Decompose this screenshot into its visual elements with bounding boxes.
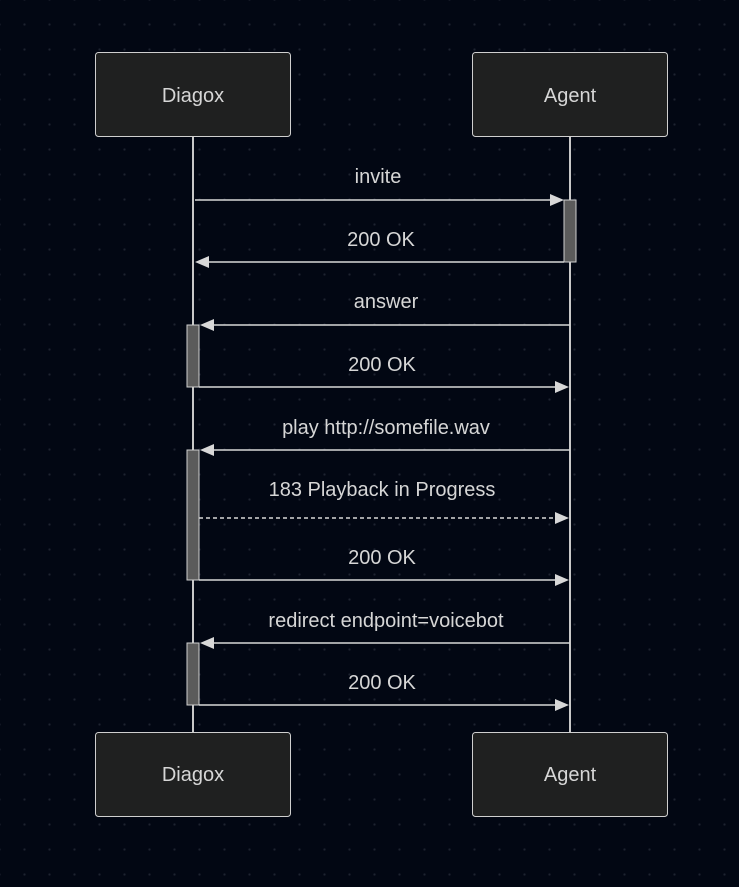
message-label: 200 OK — [348, 672, 416, 694]
message-label: 200 OK — [347, 229, 415, 251]
arrow-left-icon — [200, 319, 214, 331]
message-invite: invite — [195, 166, 564, 206]
message-label: 200 OK — [348, 547, 416, 569]
arrow-left-icon — [195, 256, 209, 268]
actor-agent-top: Agent — [472, 52, 668, 137]
message-200-ok-4: 200 OK — [199, 672, 569, 711]
message-200-ok-1: 200 OK — [195, 229, 564, 268]
activation-diagox-answer — [186, 324, 200, 388]
arrow-right-icon — [555, 381, 569, 393]
activation-diagox-redirect — [186, 642, 200, 706]
arrow-right-icon — [555, 699, 569, 711]
activation-diagox-play — [186, 449, 200, 581]
message-play: play http://somefile.wav — [200, 417, 570, 456]
message-answer: answer — [200, 291, 570, 331]
message-label: 183 Playback in Progress — [269, 479, 496, 501]
actor-agent-bottom: Agent — [472, 732, 668, 817]
message-redirect: redirect endpoint=voicebot — [200, 610, 570, 649]
arrow-right-icon — [550, 194, 564, 206]
actor-agent-bottom-label: Agent — [544, 764, 597, 786]
actor-diagox-top-label: Diagox — [162, 85, 224, 107]
message-200-ok-2: 200 OK — [199, 354, 569, 393]
message-label: redirect endpoint=voicebot — [268, 610, 504, 632]
message-label: play http://somefile.wav — [282, 417, 490, 439]
message-200-ok-3: 200 OK — [199, 547, 569, 586]
message-label: invite — [355, 166, 402, 188]
activation-agent-invite — [563, 199, 577, 263]
actor-agent-top-label: Agent — [544, 85, 597, 107]
actor-diagox-bottom-label: Diagox — [162, 764, 224, 786]
message-183-playback: 183 Playback in Progress — [199, 479, 569, 524]
message-label: answer — [354, 291, 419, 313]
arrow-right-icon — [555, 574, 569, 586]
actor-diagox-top: Diagox — [95, 52, 291, 137]
actor-diagox-bottom: Diagox — [95, 732, 291, 817]
arrow-left-icon — [200, 444, 214, 456]
arrow-left-icon — [200, 637, 214, 649]
arrow-right-icon — [555, 512, 569, 524]
message-label: 200 OK — [348, 354, 416, 376]
